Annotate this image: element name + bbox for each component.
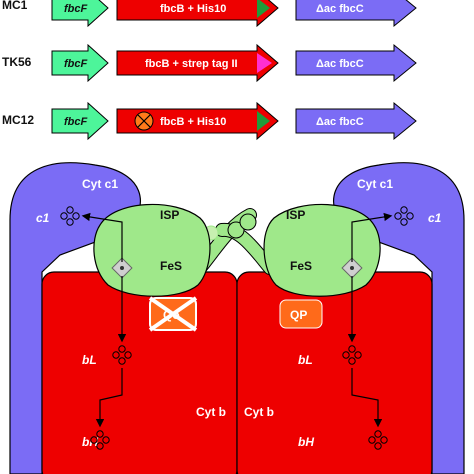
mutation-mark-icon	[134, 111, 154, 131]
cyt-b-right	[236, 271, 433, 474]
gene-fbcc-arrow	[295, 43, 417, 83]
his-tag-marker	[257, 0, 270, 18]
his-tag-marker	[257, 111, 270, 131]
gene-fbcf-label: fbcF	[64, 116, 88, 128]
gene-fbcc-label: Δac fbcC	[316, 3, 364, 15]
cyt-c1-left-label: Cyt c1	[82, 177, 118, 191]
heme-bh-left-icon	[90, 430, 110, 450]
heme-bl-left-icon	[112, 345, 132, 365]
gene-fbcf-arrow	[51, 101, 109, 141]
bh-right-label: bH	[298, 435, 314, 449]
heme-c1-right-icon	[394, 206, 414, 226]
right-labels: Cyt c1 c1 ISP FeS bL Cyt b bH	[244, 177, 442, 449]
gene-fbcc-arrow	[295, 101, 417, 141]
strain-label: MC1	[2, 0, 28, 12]
strep-tag-marker	[257, 53, 272, 73]
c1-right-label: c1	[428, 211, 442, 225]
electron-path-right	[347, 212, 393, 428]
bl-right-label: bL	[298, 353, 313, 367]
fes-cluster-left-icon	[111, 257, 133, 279]
bl-left-label: bL	[82, 353, 97, 367]
gene-fbcc-label: Δac fbcC	[316, 58, 364, 70]
strain-label: MC12	[2, 113, 34, 127]
isp-left-label: ISP	[160, 208, 179, 222]
heme-bl-right-icon	[342, 345, 362, 365]
gene-fbcf-arrow	[51, 0, 109, 28]
strain-label: TK56	[2, 55, 32, 69]
construct-row-tk56: TK56 fbcF fbcB + strep tag II Δac fbcC	[2, 43, 417, 83]
fes-left-label: FeS	[160, 259, 182, 273]
cyt-b-right-label: Cyt b	[244, 405, 274, 419]
isp-right	[263, 203, 381, 297]
gene-fbcb-arrow	[116, 43, 279, 83]
isp-right-label: ISP	[286, 208, 305, 222]
gene-fbcc-arrow	[295, 0, 417, 28]
heme-c1-left-icon	[60, 206, 80, 226]
gene-fbcb-arrow	[116, 0, 279, 28]
gene-fbcf-arrow	[51, 43, 109, 83]
qp-label: QP	[290, 308, 307, 322]
gene-fbcb-label: fbcB + His10	[160, 3, 226, 15]
cyt-b-left	[41, 271, 238, 474]
gene-fbcb-label: fbcB + His10	[160, 116, 226, 128]
gene-fbcc-label: Δac fbcC	[316, 116, 364, 128]
qo-site-inactivated: Qo	[148, 296, 198, 332]
gene-fbcf-label: fbcF	[64, 3, 88, 15]
isp-hinge	[193, 208, 277, 275]
construct-row-mc1: MC1 fbcF fbcB + His10 Δac fbcC	[2, 0, 417, 28]
construct-row-mc12: MC12 fbcF fbcB + His10 Δac fbcC	[2, 101, 417, 141]
c1-left-label: c1	[36, 211, 50, 225]
gene-fbcb-label: fbcB + strep tag II	[145, 58, 238, 70]
isp-left	[93, 203, 211, 297]
electron-path-left	[81, 212, 127, 428]
heme-bh-right-icon	[368, 430, 388, 450]
gene-fbcf-label: fbcF	[64, 58, 88, 70]
cyt-b-left-label: Cyt b	[196, 405, 226, 419]
qp-site: QP	[279, 299, 323, 329]
fes-right-label: FeS	[290, 259, 312, 273]
cyt-c1-right-label: Cyt c1	[357, 177, 393, 191]
fes-cluster-right-icon	[341, 257, 363, 279]
gene-fbcb-arrow	[116, 101, 279, 141]
